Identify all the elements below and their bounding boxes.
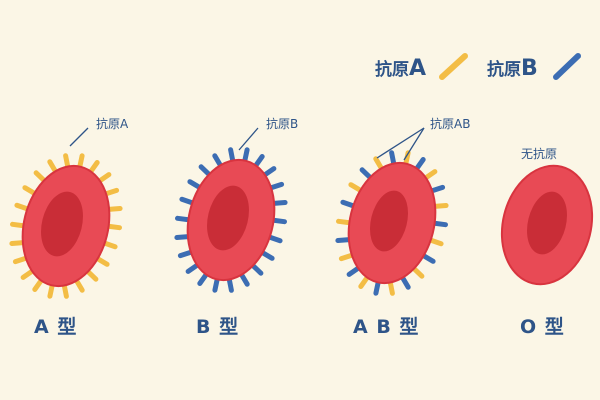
cell-a-antigen-label: 抗原A <box>96 117 129 131</box>
label-pointers <box>69 127 425 161</box>
cell-ab-type-label: A B 型 <box>353 316 420 338</box>
cell-ab-antigen-label: 抗原AB <box>430 117 471 131</box>
legend-antigen-b: 抗原B <box>487 58 538 80</box>
legend-antigen-a-prefix: 抗原 <box>375 60 409 80</box>
cell-core <box>207 185 249 251</box>
label-pointer-line <box>238 127 259 151</box>
cell-core <box>369 190 409 252</box>
legend-antigen-b-letter: B <box>521 56 538 81</box>
cell-core <box>527 191 567 255</box>
antigen-b-legend-icon <box>553 53 581 80</box>
cell-o-type-label: O 型 <box>520 316 565 338</box>
cell-ab <box>335 150 449 296</box>
label-pointer-line <box>69 127 89 147</box>
antigen-a-legend-icon <box>439 53 468 80</box>
label-pointer-line <box>403 127 425 161</box>
legend-icons <box>439 53 581 80</box>
legend-antigen-a: 抗原A <box>375 58 426 80</box>
cell-a <box>9 153 123 299</box>
cell-a-type-label: A 型 <box>34 316 78 338</box>
cell-b-antigen-label: 抗原B <box>266 117 299 131</box>
label-pointer-line <box>376 127 425 159</box>
cells <box>9 147 594 299</box>
legend-antigen-b-prefix: 抗原 <box>487 60 521 80</box>
cell-o-antigen-label: 无抗原 <box>521 147 558 161</box>
cell-b <box>174 147 288 293</box>
cell-b-type-label: B 型 <box>196 316 240 338</box>
legend-antigen-a-letter: A <box>409 56 427 81</box>
cell-o <box>500 164 594 286</box>
cell-core <box>41 191 83 257</box>
